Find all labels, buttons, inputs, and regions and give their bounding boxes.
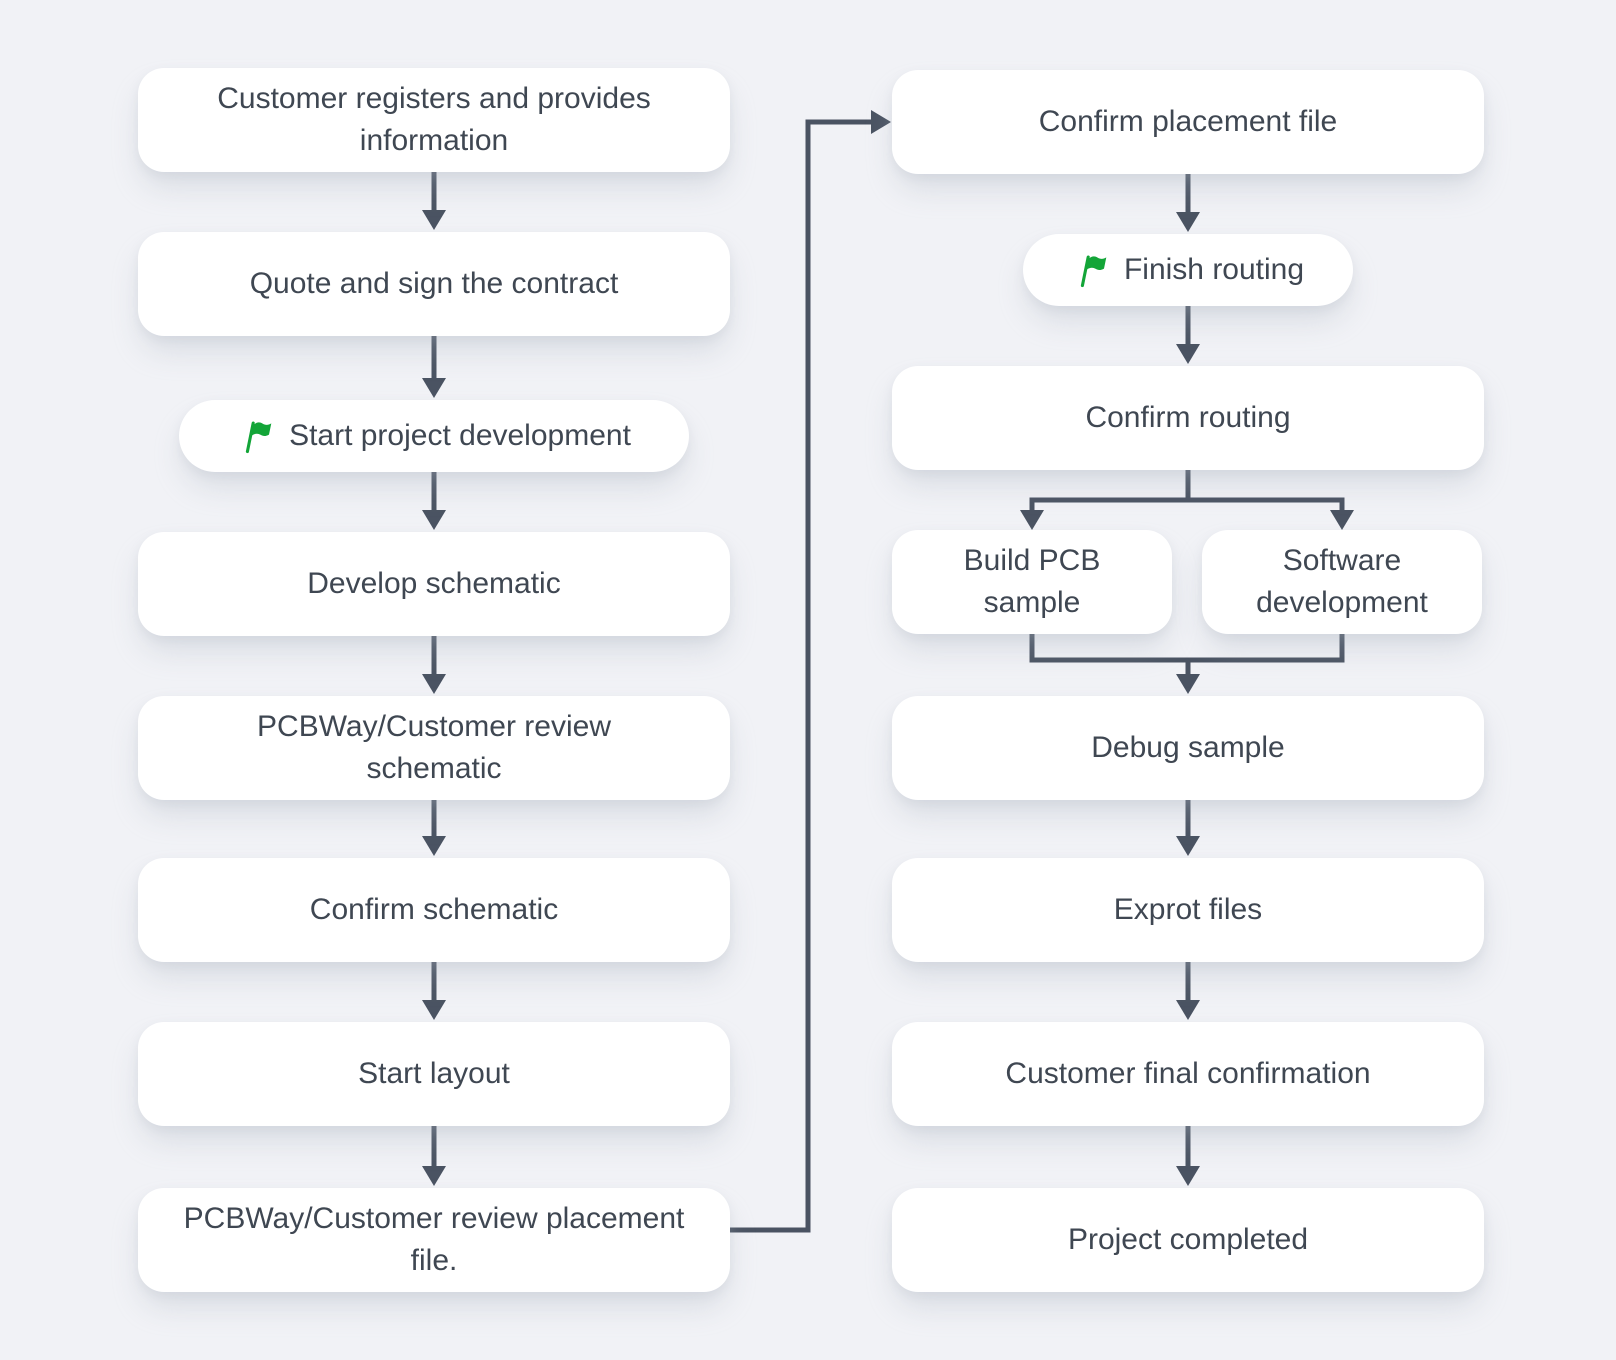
- node-label: Project completed: [1067, 1223, 1309, 1256]
- merge-rails-sample-branches: [1029, 634, 1345, 663]
- node-label: Customer final confirmation: [1005, 1057, 1371, 1090]
- node-project-completed: Project completed: [892, 1188, 1484, 1292]
- green-flag-icon: [1080, 254, 1107, 287]
- milestone-label: Finish routing: [1123, 253, 1305, 286]
- milestone-label: Start project development: [289, 419, 631, 452]
- node-label: Debug sample: [1091, 731, 1285, 764]
- node-confirm-schematic: Confirm schematic: [138, 858, 730, 962]
- milestone-start-project-development: Start project development: [179, 400, 689, 472]
- node-label: Confirm routing: [1085, 401, 1291, 434]
- node-start-layout: Start layout: [138, 1022, 730, 1126]
- node-customer-registers: Customer registers and provides informat…: [138, 68, 730, 172]
- node-review-placement-file: PCBWay/Customer review placement file.: [138, 1188, 730, 1292]
- node-debug-sample: Debug sample: [892, 696, 1484, 800]
- node-label: Customer registers and provides informat…: [217, 82, 651, 157]
- node-export-files: Exprot files: [892, 858, 1484, 962]
- node-quote-contract: Quote and sign the contract: [138, 232, 730, 336]
- green-flag-icon: [245, 420, 272, 453]
- node-label: Build PCB sample: [963, 544, 1101, 619]
- node-label: Confirm placement file: [1038, 105, 1338, 138]
- node-confirm-routing: Confirm routing: [892, 366, 1484, 470]
- node-label: Start layout: [358, 1057, 510, 1090]
- node-label: Exprot files: [1113, 893, 1263, 926]
- fork-rails-confirm-routing: [1029, 470, 1345, 503]
- node-review-schematic: PCBWay/Customer review schematic: [138, 696, 730, 800]
- node-label: Quote and sign the contract: [249, 267, 619, 300]
- node-develop-schematic: Develop schematic: [138, 532, 730, 636]
- node-label: PCBWay/Customer review schematic: [257, 710, 611, 785]
- node-label: Develop schematic: [307, 567, 561, 600]
- node-label: Confirm schematic: [309, 893, 559, 926]
- node-label: Software development: [1256, 544, 1428, 619]
- elbow-review-placement-to-confirm-placement: [730, 110, 891, 1233]
- milestone-finish-routing: Finish routing: [1023, 234, 1353, 306]
- node-customer-final-confirmation: Customer final confirmation: [892, 1022, 1484, 1126]
- node-build-pcb-sample: Build PCB sample: [892, 530, 1172, 634]
- node-label: PCBWay/Customer review placement file.: [183, 1202, 685, 1277]
- node-software-development: Software development: [1202, 530, 1482, 634]
- node-confirm-placement-file: Confirm placement file: [892, 70, 1484, 174]
